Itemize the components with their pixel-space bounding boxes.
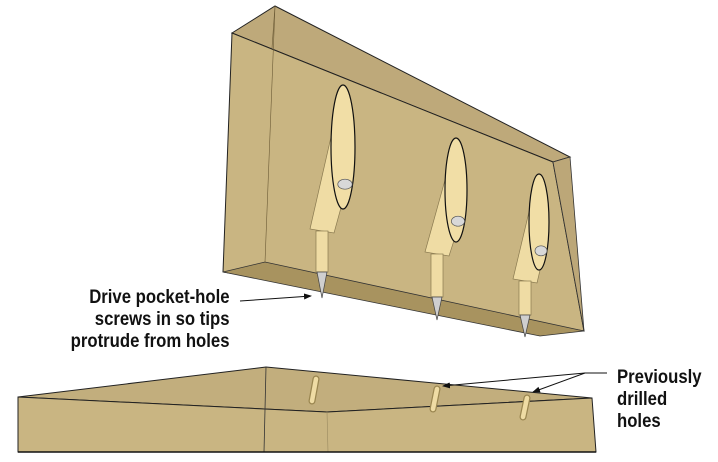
screw-head [337,178,353,190]
annotation-line: screws in so tips [95,309,231,330]
drilled-hole [429,385,441,413]
annotation-line: Previously [617,367,702,388]
screw-tip [519,314,531,338]
screws [309,84,550,338]
upper-board [222,5,585,337]
annotation-line: drilled [617,389,668,410]
leader-arrow-drive [239,293,312,302]
pocket-hole-screw [512,173,550,338]
drilled-hole [308,375,320,405]
screw-head [451,215,465,227]
screw-shank [430,253,444,298]
pocket-hole-opening [528,173,550,271]
screw-shank [315,230,329,273]
leader-arrow-hole-2 [442,372,586,389]
annotation-line: Drive pocket-hole [89,287,230,308]
upper-board-bottom-face [222,261,585,337]
annotation-line: protrude from holes [71,331,230,352]
drilled-hole [519,394,531,421]
lower-board-front-face [17,396,597,453]
upper-board-right-face [552,156,585,332]
screw-head [534,245,548,257]
pocket-hole-opening [330,84,356,210]
drive-screws-annotation: Drive pocket-hole screws in so tips prot… [71,287,230,353]
pocket-hole-screw [424,137,468,321]
pocket-hole-opening [444,137,468,243]
screw-tip [316,271,328,299]
screw-shank [518,280,532,316]
lower-board [17,366,597,453]
pocket-hole-screw [309,84,356,299]
screw-tip [431,296,443,321]
leader-arrow-hole-3 [532,372,586,393]
previously-drilled-annotation: Previously drilled holes [617,367,702,433]
annotation-line: holes [617,411,661,432]
